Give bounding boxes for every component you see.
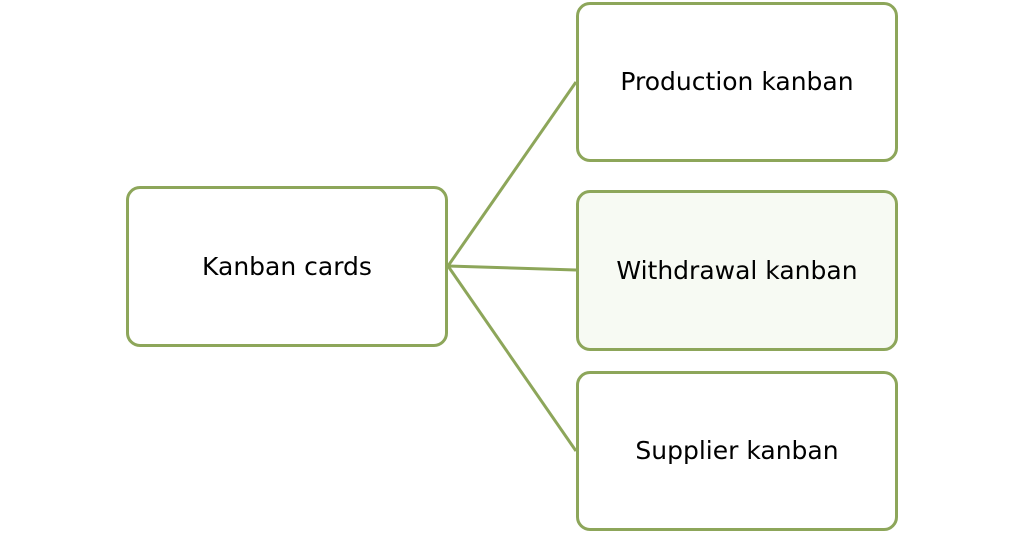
child-node-label: Production kanban xyxy=(620,67,854,96)
child-node-withdrawal-kanban: Withdrawal kanban xyxy=(576,190,898,351)
connector-production xyxy=(446,81,578,267)
root-node-label: Kanban cards xyxy=(202,251,372,281)
child-node-label: Supplier kanban xyxy=(635,436,839,465)
child-node-supplier-kanban: Supplier kanban xyxy=(576,371,898,531)
child-node-label: Withdrawal kanban xyxy=(616,255,858,285)
connector-withdrawal xyxy=(447,264,577,272)
root-node-kanban-cards: Kanban cards xyxy=(126,186,448,347)
connector-supplier xyxy=(446,265,578,452)
child-node-production-kanban: Production kanban xyxy=(576,2,898,162)
